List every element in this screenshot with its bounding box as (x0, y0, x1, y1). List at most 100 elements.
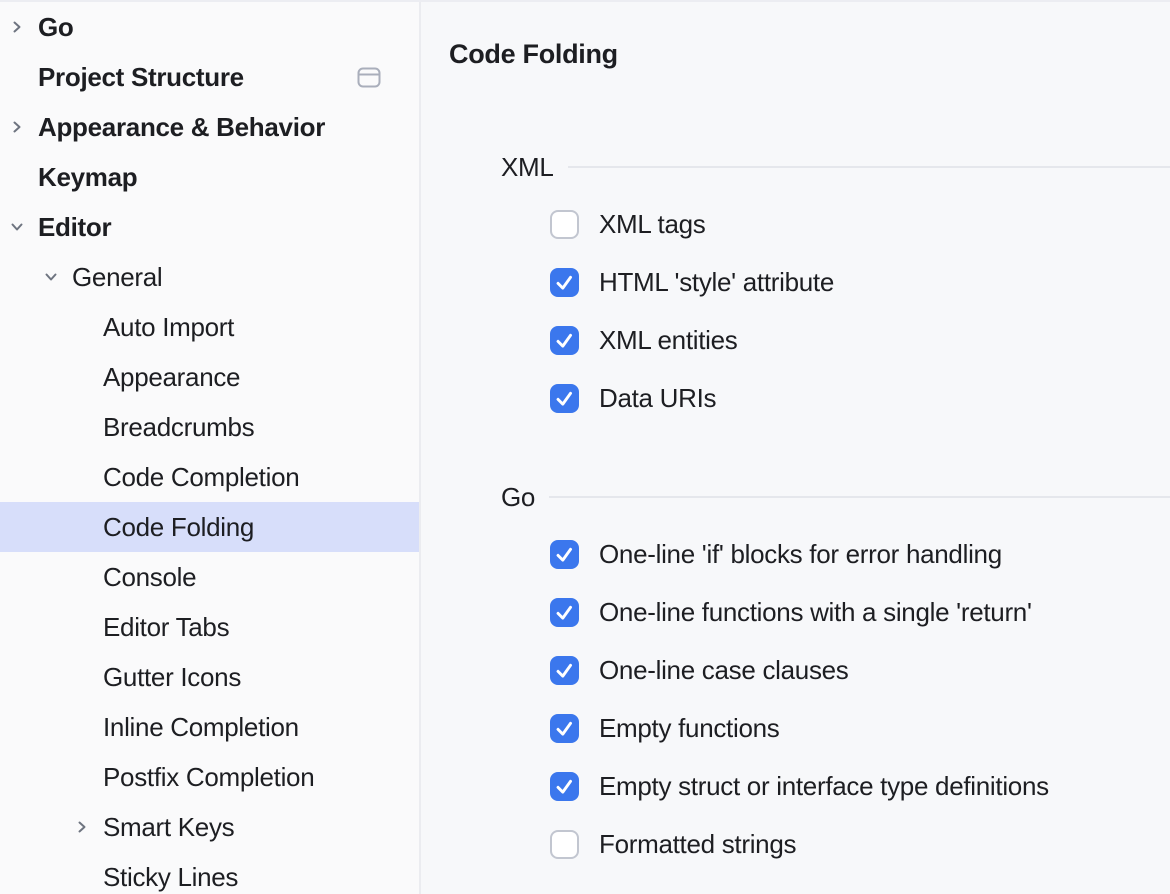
sidebar-item-label: Auto Import (103, 311, 235, 342)
sidebar-item-code-completion[interactable]: Code Completion (0, 452, 419, 502)
chevron-slot (73, 567, 103, 587)
sidebar-item-go[interactable]: Go (0, 2, 419, 52)
page-title: Code Folding (449, 39, 618, 69)
sidebar-item-label: Gutter Icons (103, 661, 242, 692)
chevron-right-icon[interactable] (73, 817, 103, 837)
checkbox-empty-functions[interactable] (550, 713, 579, 743)
chevron-down-icon[interactable] (8, 217, 38, 237)
checkbox-row-xml-entities[interactable]: XML entities (550, 311, 1170, 369)
sidebar-item-label: Postfix Completion (103, 761, 315, 792)
checkbox-label: Empty functions (599, 712, 780, 743)
sidebar-item-label: Appearance & Behavior (38, 111, 326, 142)
checkbox-empty-struct-or-interface-type-definitions[interactable] (550, 771, 579, 801)
sidebar-item-keymap[interactable]: Keymap (0, 152, 419, 202)
checkbox-row-empty-struct-or-interface-type-definitions[interactable]: Empty struct or interface type definitio… (550, 757, 1170, 815)
sidebar-item-label: Editor Tabs (103, 611, 230, 642)
sidebar-item-sticky-lines[interactable]: Sticky Lines (0, 852, 419, 894)
sidebar-item-label: Keymap (38, 161, 138, 192)
sidebar-item-appearance-behavior[interactable]: Appearance & Behavior (0, 102, 419, 152)
checkbox-label: Data URIs (599, 382, 717, 413)
sidebar-item-postfix-completion[interactable]: Postfix Completion (0, 752, 419, 802)
chevron-slot (73, 617, 103, 637)
checkbox-one-line-if-blocks-for-error-handling[interactable] (550, 539, 579, 569)
checkbox-html-style-attribute[interactable] (550, 267, 579, 297)
checkbox-label: Empty struct or interface type definitio… (599, 770, 1049, 801)
sidebar-item-breadcrumbs[interactable]: Breadcrumbs (0, 402, 419, 452)
checkbox-formatted-strings[interactable] (550, 829, 579, 859)
checkmark-icon (556, 605, 572, 620)
sidebar-item-appearance[interactable]: Appearance (0, 352, 419, 402)
checkmark-icon (556, 547, 572, 562)
sidebar-item-label: Go (38, 11, 74, 42)
sidebar-item-smart-keys[interactable]: Smart Keys (0, 802, 419, 852)
checkbox-xml-tags[interactable] (550, 209, 579, 239)
sidebar-item-project-structure[interactable]: Project Structure (0, 52, 419, 102)
checkbox-one-line-functions-with-a-single-return[interactable] (550, 597, 579, 627)
checkbox-label: HTML 'style' attribute (599, 266, 834, 297)
chevron-slot (73, 517, 103, 537)
checkbox-data-uris[interactable] (550, 383, 579, 413)
section-title: Go (501, 481, 536, 512)
sidebar-item-editor[interactable]: Editor (0, 202, 419, 252)
checkbox-one-line-case-clauses[interactable] (550, 655, 579, 685)
chevron-slot (73, 417, 103, 437)
section-header-go: Go (501, 481, 1170, 513)
sidebar-item-auto-import[interactable]: Auto Import (0, 302, 419, 352)
checkbox-label: One-line functions with a single 'return… (599, 596, 1032, 627)
checkmark-icon (556, 721, 572, 736)
sidebar-item-label: Code Completion (103, 461, 300, 492)
checkbox-row-empty-functions[interactable]: Empty functions (550, 699, 1170, 757)
checkmark-icon (556, 779, 572, 794)
chevron-slot (73, 667, 103, 687)
checkmark-icon (556, 275, 572, 290)
sidebar-item-editor-tabs[interactable]: Editor Tabs (0, 602, 419, 652)
checkbox-xml-entities[interactable] (550, 325, 579, 355)
checkmark-icon (556, 391, 572, 406)
sidebar-item-label: General (72, 261, 163, 292)
chevron-slot (73, 367, 103, 387)
sidebar-item-console[interactable]: Console (0, 552, 419, 602)
checkbox-row-html-style-attribute[interactable]: HTML 'style' attribute (550, 253, 1170, 311)
chevron-slot (73, 867, 103, 887)
sidebar-item-label: Inline Completion (103, 711, 299, 742)
sidebar-item-general[interactable]: General (0, 252, 419, 302)
sidebar-item-label: Console (103, 561, 197, 592)
checkbox-row-data-uris[interactable]: Data URIs (550, 369, 1170, 427)
sidebar-item-code-folding[interactable]: Code Folding (0, 502, 419, 552)
checkbox-row-one-line-if-blocks-for-error-handling[interactable]: One-line 'if' blocks for error handling (550, 525, 1170, 583)
sidebar-item-inline-completion[interactable]: Inline Completion (0, 702, 419, 752)
chevron-right-icon[interactable] (8, 117, 38, 137)
checkbox-row-xml-tags[interactable]: XML tags (550, 195, 1170, 253)
checkbox-row-formatted-strings[interactable]: Formatted strings (550, 815, 1170, 873)
sidebar-item-gutter-icons[interactable]: Gutter Icons (0, 652, 419, 702)
sidebar-item-label: Project Structure (38, 61, 244, 92)
checkbox-label: One-line 'if' blocks for error handling (599, 538, 1002, 569)
sidebar-item-label: Editor (38, 211, 112, 242)
chevron-right-icon[interactable] (8, 17, 38, 37)
chevron-down-icon[interactable] (42, 267, 72, 287)
checkbox-label: Formatted strings (599, 828, 797, 859)
checkbox-label: XML entities (599, 324, 738, 355)
section-separator-line (567, 166, 1170, 168)
section-header-xml: XML (501, 151, 1170, 183)
window-panel-icon (357, 67, 381, 88)
sidebar-item-label: Smart Keys (103, 811, 235, 842)
checkbox-row-one-line-case-clauses[interactable]: One-line case clauses (550, 641, 1170, 699)
checkbox-label: One-line case clauses (599, 654, 849, 685)
chevron-slot (8, 167, 38, 187)
chevron-slot (8, 67, 38, 87)
checkmark-icon (556, 663, 572, 678)
sidebar-item-label: Breadcrumbs (103, 411, 255, 442)
checkbox-row-one-line-functions-with-a-single-return[interactable]: One-line functions with a single 'return… (550, 583, 1170, 641)
chevron-slot (73, 717, 103, 737)
chevron-slot (73, 317, 103, 337)
section-title: XML (501, 151, 554, 182)
sidebar-item-label: Code Folding (103, 511, 255, 542)
sidebar-item-label: Appearance (103, 361, 241, 392)
